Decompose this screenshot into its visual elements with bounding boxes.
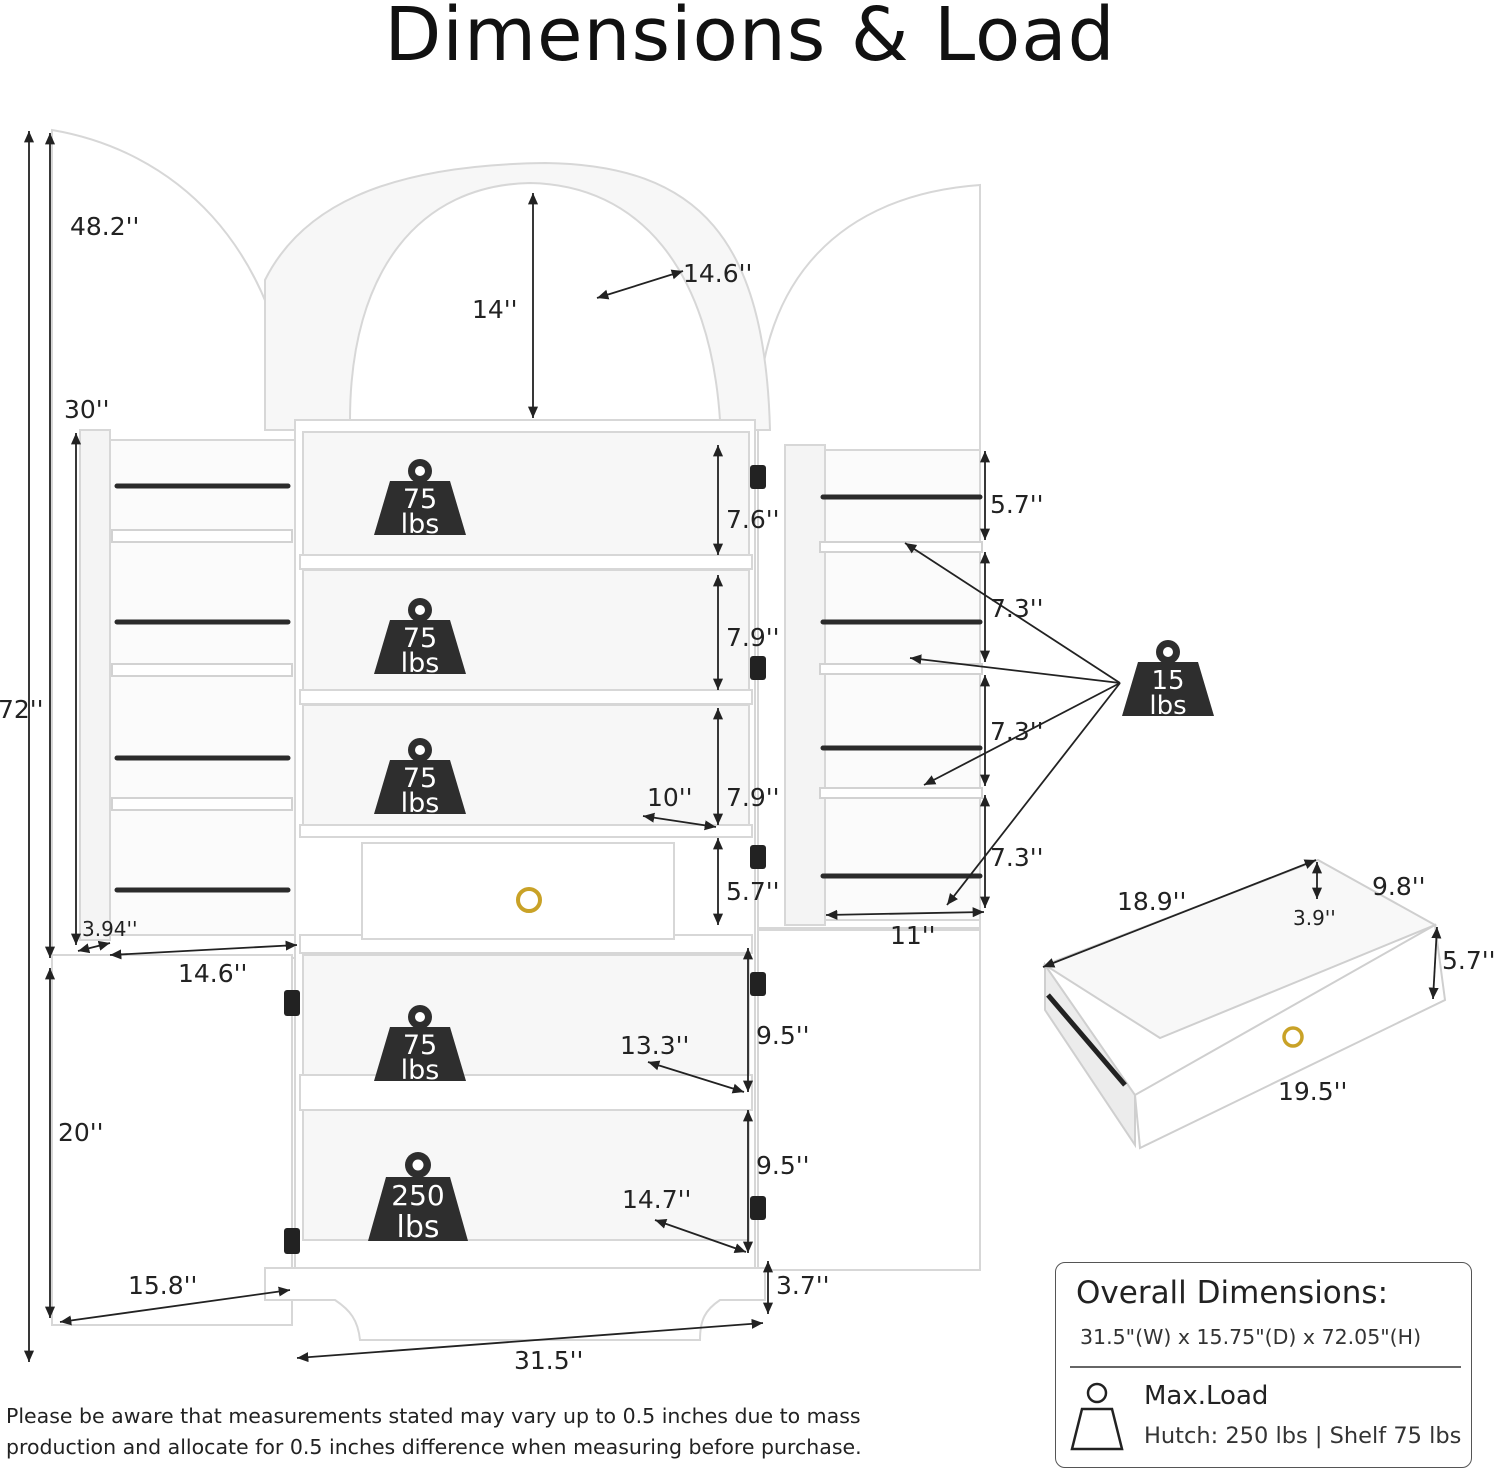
weight-icon-hutch: 250 lbs	[368, 1152, 468, 1245]
svg-text:lbs: lbs	[401, 509, 440, 540]
overall-dimensions-heading: Overall Dimensions:	[1076, 1275, 1389, 1311]
right-lower-door	[757, 929, 981, 1271]
dim-lower-depth-1: 13.3''	[620, 1031, 689, 1060]
weight-icon-shelf-3: 75 lbs	[374, 738, 466, 819]
drawer-knob-icon	[516, 887, 542, 913]
dim-rack-width: 11''	[890, 921, 936, 950]
dim-base: 3.7''	[776, 1271, 830, 1300]
drawer-ring-icon	[1282, 1026, 1304, 1048]
dim-left-width: 14.6''	[178, 959, 247, 988]
dim-arch-depth: 14.6''	[683, 259, 752, 288]
weight-outline-icon	[1070, 1382, 1124, 1451]
weight-icon-shelf-1: 75 lbs	[374, 459, 466, 540]
dim-arch-height: 14''	[472, 295, 518, 324]
svg-text:lbs: lbs	[401, 788, 440, 819]
open-drawer	[361, 842, 675, 940]
dim-lower-2: 9.5''	[756, 1151, 810, 1180]
cabinet-illustration	[51, 128, 981, 1341]
svg-text:75: 75	[403, 763, 437, 794]
weight-icon-shelf-4: 75 lbs	[374, 1005, 466, 1086]
svg-text:75: 75	[403, 1030, 437, 1061]
dim-rack-top: 5.7''	[990, 490, 1044, 519]
dim-drawer-width: 9.8''	[1372, 872, 1426, 901]
overall-dimensions-box: Overall Dimensions: 31.5"(W) x 15.75"(D)…	[1055, 1262, 1472, 1468]
svg-text:250: 250	[391, 1179, 444, 1212]
dim-shelf-2: 7.9''	[726, 623, 780, 652]
dim-drawer-space: 5.7''	[726, 877, 780, 906]
dim-drawer-height: 5.7''	[1442, 946, 1496, 975]
dim-shelf-3: 7.9''	[726, 783, 780, 812]
svg-text:lbs: lbs	[401, 1055, 440, 1086]
dim-rack-2: 7.3''	[990, 717, 1044, 746]
rack-bars	[114, 483, 983, 893]
dim-drawer-inner: 3.9''	[1293, 906, 1336, 930]
dim-shelf-1: 7.6''	[726, 505, 780, 534]
dim-door-total: 48.2''	[70, 212, 139, 241]
weight-icon-shelf-2: 75 lbs	[374, 598, 466, 679]
dim-drawer-length: 18.9''	[1117, 887, 1186, 916]
svg-text:lbs: lbs	[401, 648, 440, 679]
max-load-detail: Hutch: 250 lbs | Shelf 75 lbs	[1144, 1423, 1462, 1449]
drawer-illustration	[1042, 858, 1447, 1150]
svg-text:15: 15	[1151, 666, 1184, 696]
dim-door-lower: 20''	[58, 1118, 104, 1147]
measurement-note: Please be aware that measurements stated…	[6, 1404, 862, 1459]
svg-text:75: 75	[403, 484, 437, 515]
hinges	[284, 465, 766, 1254]
page-title: Dimensions & Load	[384, 0, 1116, 78]
svg-text:75: 75	[403, 623, 437, 654]
dim-lower-depth-2: 14.7''	[622, 1185, 691, 1214]
overall-dimensions-value: 31.5"(W) x 15.75"(D) x 72.05"(H)	[1080, 1325, 1422, 1349]
dim-lower-1: 9.5''	[756, 1021, 810, 1050]
weight-icon-rack: 15 lbs	[1122, 640, 1214, 721]
dim-door-width: 15.8''	[128, 1271, 197, 1300]
dim-rack-3: 7.3''	[990, 843, 1044, 872]
dim-shelf-depth: 10''	[647, 783, 693, 812]
dim-door-upper: 30''	[64, 395, 110, 424]
left-lower-door	[51, 954, 293, 1326]
svg-text:lbs: lbs	[1149, 691, 1186, 721]
dim-total-width: 31.5''	[514, 1346, 583, 1375]
max-load-label: Max.Load	[1144, 1381, 1269, 1411]
dim-rack-1: 7.3''	[990, 594, 1044, 623]
dim-overall-height: 72''	[0, 695, 44, 724]
dim-drawer-front: 19.5''	[1278, 1077, 1347, 1106]
svg-text:lbs: lbs	[396, 1210, 439, 1245]
dim-left-rack-depth: 3.94''	[82, 917, 138, 941]
divider	[1070, 1366, 1461, 1368]
